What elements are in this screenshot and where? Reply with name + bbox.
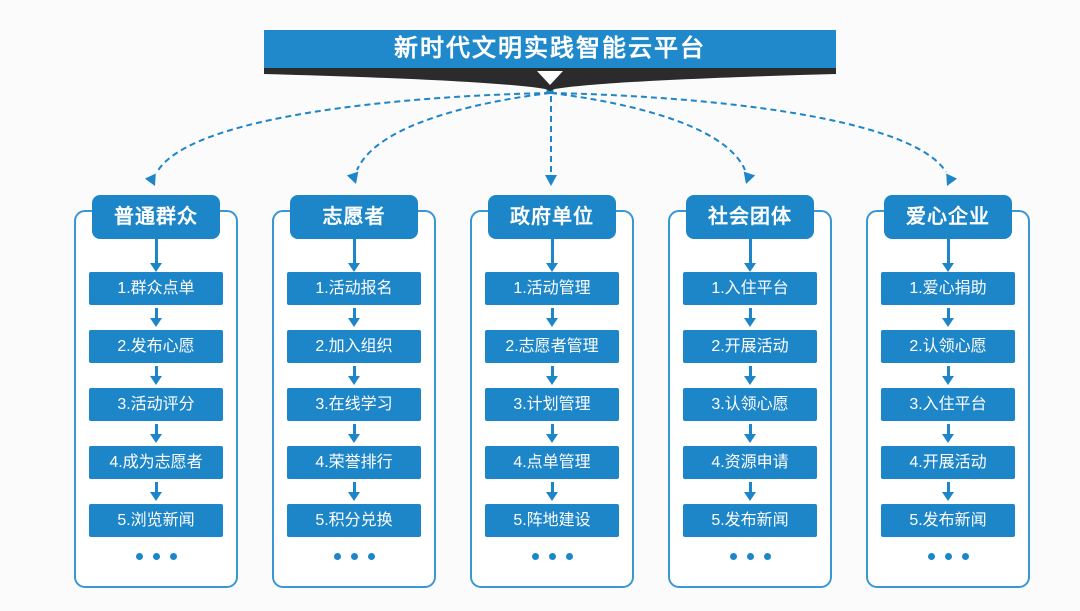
down-arrow-icon (744, 366, 756, 385)
down-arrow-icon (942, 424, 954, 443)
step-node: 4.点单管理 (485, 446, 619, 479)
column-header: 志愿者 (290, 195, 418, 239)
column-social-groups: 社会团体 1.入住平台 2.开展活动 3.认领心愿 4.资源申请 5.发布新闻 (668, 195, 832, 588)
down-arrow-icon (348, 424, 360, 443)
more-dots (135, 553, 177, 560)
more-dots (729, 553, 771, 560)
step-node: 1.群众点单 (89, 272, 223, 305)
step-node: 5.积分兑换 (287, 504, 421, 537)
step-node: 2.认领心愿 (881, 330, 1015, 363)
down-arrow-icon (546, 424, 558, 443)
step-node: 4.开展活动 (881, 446, 1015, 479)
down-arrow-icon (942, 366, 954, 385)
column-government: 政府单位 1.活动管理 2.志愿者管理 3.计划管理 4.点单管理 5.阵地建设 (470, 195, 634, 588)
step-node: 5.发布新闻 (881, 504, 1015, 537)
step-node: 1.活动报名 (287, 272, 421, 305)
down-arrow-icon (150, 424, 162, 443)
connector-arrowhead-3 (545, 175, 557, 186)
down-arrow-icon (744, 238, 756, 272)
down-arrow-icon (942, 238, 954, 272)
more-dots (531, 553, 573, 560)
down-arrow-icon (348, 366, 360, 385)
connector-curve-5 (550, 92, 947, 173)
down-arrow-icon (150, 238, 162, 272)
column-header: 社会团体 (686, 195, 814, 239)
banner-down-arrow-icon (537, 71, 563, 85)
step-node: 3.活动评分 (89, 388, 223, 421)
connector-arrowhead-2 (346, 171, 359, 184)
down-arrow-icon (348, 308, 360, 327)
step-node: 1.活动管理 (485, 272, 619, 305)
step-node: 5.浏览新闻 (89, 504, 223, 537)
connector-curve-1 (156, 92, 551, 173)
platform-title: 新时代文明实践智能云平台 (264, 30, 836, 68)
step-node: 2.开展活动 (683, 330, 817, 363)
connector-curve-2 (356, 92, 551, 171)
down-arrow-icon (744, 482, 756, 501)
step-node: 5.阵地建设 (485, 504, 619, 537)
step-node: 4.资源申请 (683, 446, 817, 479)
connector-arrowhead-5 (946, 173, 958, 186)
step-node: 3.在线学习 (287, 388, 421, 421)
down-arrow-icon (348, 238, 360, 272)
down-arrow-icon (150, 308, 162, 327)
down-arrow-icon (744, 308, 756, 327)
step-node: 2.加入组织 (287, 330, 421, 363)
column-header: 政府单位 (488, 195, 616, 239)
column-header: 普通群众 (92, 195, 220, 239)
down-arrow-icon (942, 308, 954, 327)
column-header: 爱心企业 (884, 195, 1012, 239)
down-arrow-icon (546, 238, 558, 272)
down-arrow-icon (348, 482, 360, 501)
step-node: 1.入住平台 (683, 272, 817, 305)
more-dots (927, 553, 969, 560)
step-node: 3.计划管理 (485, 388, 619, 421)
down-arrow-icon (744, 424, 756, 443)
down-arrow-icon (150, 366, 162, 385)
down-arrow-icon (546, 308, 558, 327)
step-node: 2.志愿者管理 (485, 330, 619, 363)
down-arrow-icon (546, 366, 558, 385)
more-dots (333, 553, 375, 560)
down-arrow-icon (942, 482, 954, 501)
step-node: 5.发布新闻 (683, 504, 817, 537)
step-node: 3.认领心愿 (683, 388, 817, 421)
connector-curve-4 (550, 92, 746, 171)
column-enterprises: 爱心企业 1.爱心捐助 2.认领心愿 3.入住平台 4.开展活动 5.发布新闻 (866, 195, 1030, 588)
step-node: 4.成为志愿者 (89, 446, 223, 479)
column-general-public: 普通群众 1.群众点单 2.发布心愿 3.活动评分 4.成为志愿者 5.浏览新闻 (74, 195, 238, 588)
connector-arrowhead-1 (144, 173, 156, 186)
banner-ribbon (264, 67, 836, 91)
step-node: 4.荣誉排行 (287, 446, 421, 479)
step-node: 2.发布心愿 (89, 330, 223, 363)
column-volunteers: 志愿者 1.活动报名 2.加入组织 3.在线学习 4.荣誉排行 5.积分兑换 (272, 195, 436, 588)
down-arrow-icon (546, 482, 558, 501)
connector-arrowhead-4 (743, 171, 756, 184)
down-arrow-icon (150, 482, 162, 501)
step-node: 1.爱心捐助 (881, 272, 1015, 305)
step-node: 3.入住平台 (881, 388, 1015, 421)
